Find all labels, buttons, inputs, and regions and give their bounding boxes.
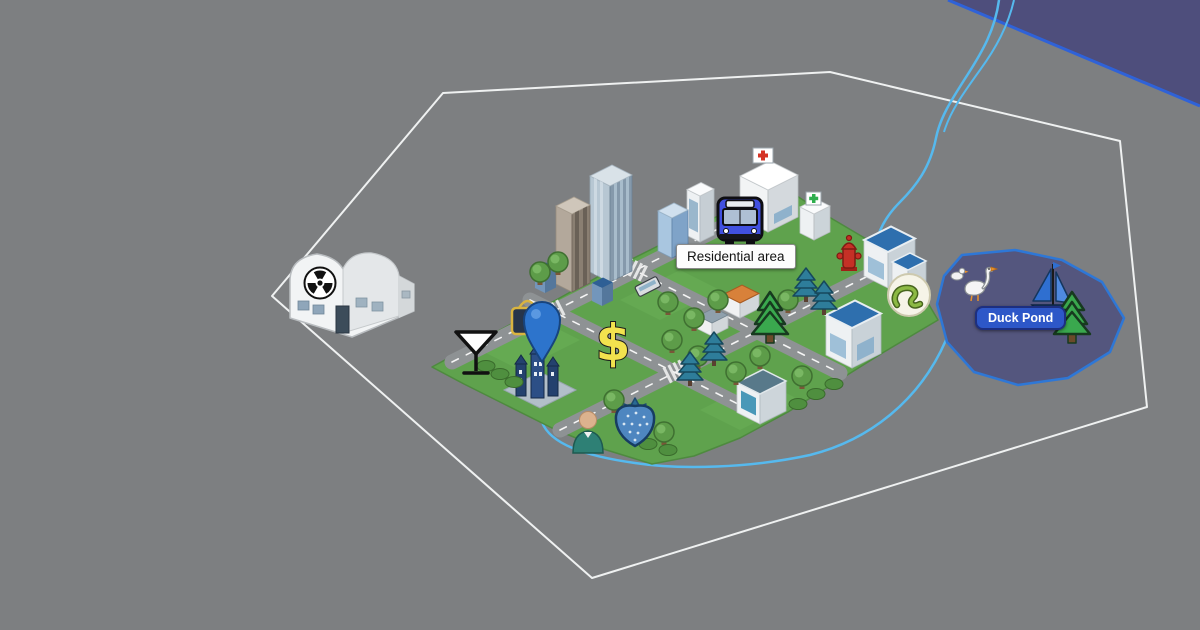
city-illustration bbox=[431, 147, 939, 465]
person-icon[interactable] bbox=[572, 411, 604, 454]
house-blue-2 bbox=[592, 277, 613, 306]
city-boundary-outline bbox=[271, 71, 1148, 579]
nuclear-plant-building[interactable] bbox=[289, 252, 415, 338]
dollar-icon[interactable]: $ bbox=[595, 313, 632, 373]
skyscraper-blue bbox=[589, 164, 633, 283]
sea-shoreline bbox=[947, 0, 1200, 108]
office-building-white bbox=[686, 182, 715, 243]
residential-area-label[interactable]: Residential area bbox=[676, 244, 796, 269]
river-upper-2 bbox=[943, 0, 1015, 133]
map-pin-icon[interactable] bbox=[522, 301, 562, 364]
factory-door bbox=[335, 305, 350, 334]
duck-icon[interactable] bbox=[950, 267, 969, 281]
tower-brown bbox=[555, 196, 591, 293]
mini-bus bbox=[634, 276, 661, 297]
red-cross-icon bbox=[758, 150, 768, 161]
building-teal-glass bbox=[735, 368, 788, 425]
radiation-icon bbox=[303, 266, 337, 300]
green-cross-icon bbox=[809, 194, 819, 203]
strawberry-icon[interactable] bbox=[614, 397, 656, 448]
river-upper-1 bbox=[876, 0, 1001, 237]
bus-icon[interactable] bbox=[716, 196, 764, 244]
fire-hydrant-icon[interactable] bbox=[836, 234, 862, 272]
pharmacy-building bbox=[799, 191, 831, 241]
duck-pond-label[interactable]: Duck Pond bbox=[975, 306, 1067, 330]
goose-icon[interactable] bbox=[964, 266, 999, 302]
building-blue-roof-2 bbox=[823, 299, 884, 369]
snake-icon[interactable] bbox=[887, 273, 931, 317]
martini-icon[interactable] bbox=[454, 330, 498, 375]
